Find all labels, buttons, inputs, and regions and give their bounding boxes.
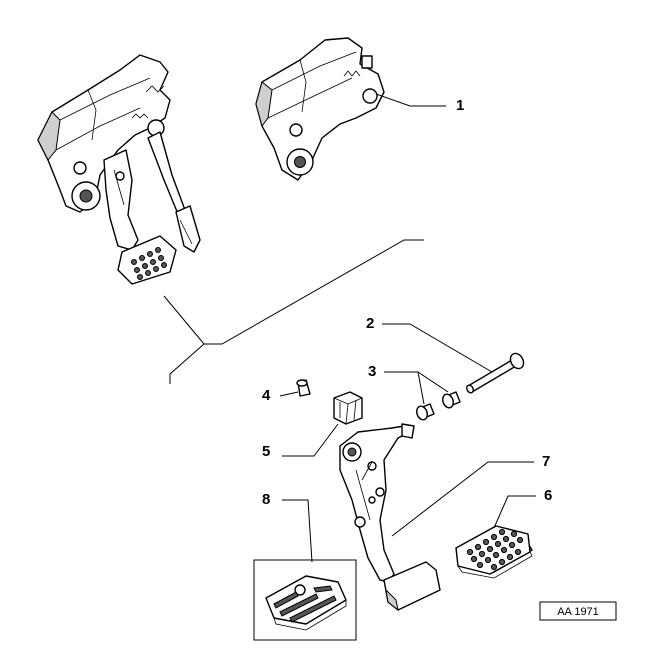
pedal-assembly-overview: [37, 54, 201, 285]
leader-line-4: [279, 391, 299, 397]
reference-code-box: AA 1971: [539, 601, 617, 621]
callout-4: 4: [262, 387, 271, 404]
leader-line-1: [375, 93, 411, 107]
rubber-pedal-pad-part: [455, 525, 533, 579]
stop-pad-part: [333, 391, 363, 425]
leader-line-3a: [384, 371, 425, 405]
assembly-pointer-lines: [163, 239, 424, 384]
callout-3: 3: [368, 363, 376, 380]
callout-8: 8: [262, 491, 270, 508]
cap-part: [296, 379, 311, 397]
callout-7: 7: [542, 453, 550, 470]
leader-line-8: [282, 499, 313, 563]
pad-detail-inset: [253, 559, 357, 641]
leader-line-7: [391, 461, 534, 537]
leader-line-5: [282, 423, 339, 457]
bushing-parts: [416, 391, 461, 421]
callout-2: 2: [366, 315, 374, 332]
reference-code: AA 1971: [557, 606, 599, 618]
pivot-pin-part: [466, 352, 525, 394]
leader-line-6: [493, 495, 536, 529]
leader-line-3b: [417, 371, 449, 393]
leader-line-2: [382, 323, 493, 373]
brake-pedal-lever-part: [339, 423, 441, 612]
callout-1: 1: [456, 97, 464, 114]
pedal-bracket-part: [255, 37, 385, 181]
callout-5: 5: [262, 443, 270, 460]
callout-6: 6: [544, 487, 552, 504]
rubber-pad-grid: [466, 528, 524, 571]
overview-brake-pad-grid: [131, 247, 167, 280]
